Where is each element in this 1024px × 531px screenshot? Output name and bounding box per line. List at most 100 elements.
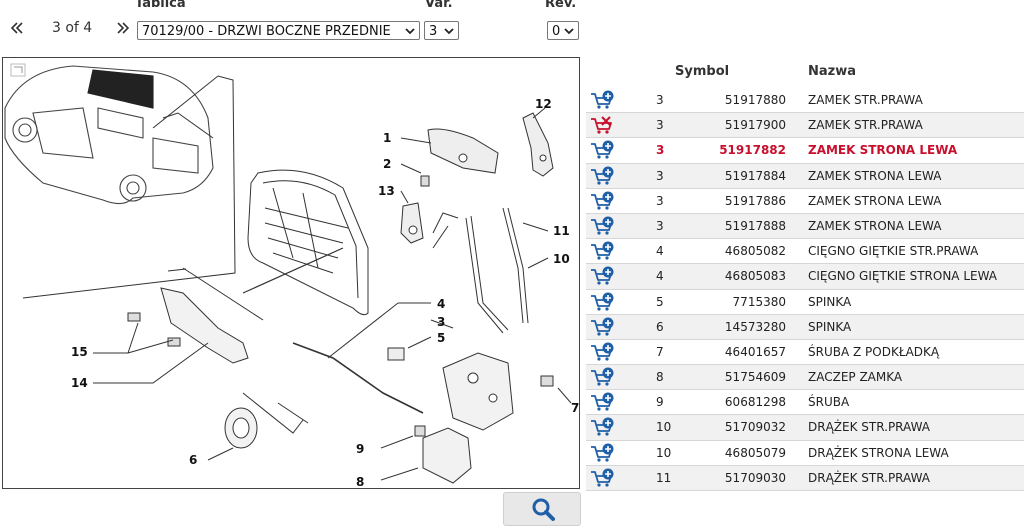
part-symbol: 60681298 (724, 395, 786, 410)
table-row[interactable]: 8 51754609 ZACZEP ZAMKA (586, 365, 1024, 391)
add-to-cart-icon[interactable] (590, 417, 616, 437)
add-to-cart-icon[interactable] (590, 367, 616, 387)
add-to-cart-icon[interactable] (590, 140, 616, 160)
chevron-down-icon (444, 28, 454, 35)
search-icon (532, 498, 555, 521)
add-to-cart-icon[interactable] (590, 266, 616, 286)
callout-6[interactable]: 6 (189, 453, 197, 467)
add-to-cart-icon[interactable] (590, 292, 616, 312)
callout-15[interactable]: 15 (71, 345, 88, 359)
add-to-cart-icon[interactable] (590, 342, 616, 362)
add-to-cart-icon[interactable] (590, 241, 616, 261)
parts-diagram[interactable]: 1 2 3 4 5 6 7 8 9 10 11 12 13 14 15 (2, 57, 580, 489)
column-header-symbol[interactable]: Symbol (675, 64, 730, 79)
part-name: ZAMEK STRONA LEWA (808, 193, 942, 208)
add-to-cart-icon[interactable] (590, 191, 616, 211)
cable-part (292, 342, 424, 414)
part-symbol: 51917886 (724, 193, 786, 208)
variant-select[interactable]: 3 (424, 21, 459, 40)
part-name: SPINKA (808, 294, 852, 309)
add-to-cart-icon[interactable] (590, 216, 616, 236)
revision-select[interactable]: 0 (547, 21, 579, 40)
callout-5[interactable]: 5 (437, 331, 445, 345)
door-handle-part (427, 128, 499, 174)
add-to-cart-icon[interactable] (590, 392, 616, 412)
callout-3[interactable]: 3 (437, 315, 445, 329)
part-name: CIĘGNO GIĘTKIE STR.PRAWA (808, 244, 979, 259)
remove-from-cart-icon[interactable] (590, 115, 616, 135)
part-quantity: 8 (656, 370, 664, 385)
clip-5-part (387, 347, 405, 361)
search-button[interactable] (503, 492, 581, 526)
part-symbol: 46805083 (724, 269, 786, 284)
add-to-cart-icon[interactable] (590, 166, 616, 186)
table-select[interactable]: 70129/00 - DRZWI BOCZNE PRZEDNIE (137, 21, 420, 40)
door-assembly-illustration: 1 2 3 4 5 6 7 8 9 10 11 12 13 14 15 (4, 63, 579, 488)
callout-14[interactable]: 14 (71, 376, 88, 390)
part-name: CIĘGNO GIĘTKIE STRONA LEWA (808, 269, 998, 284)
part-name: ZAMEK STRONA LEWA (808, 143, 958, 158)
part-name: ZAMEK STR.PRAWA (808, 118, 923, 133)
callout-11[interactable]: 11 (553, 224, 570, 238)
add-to-cart-icon[interactable] (590, 468, 616, 488)
page-indicator: 3 of 4 (52, 20, 93, 36)
callout-9[interactable]: 9 (356, 442, 364, 456)
chevron-down-icon (564, 28, 574, 35)
revision-select-value: 0 (552, 24, 561, 39)
part-name: ZACZEP ZAMKA (808, 370, 903, 385)
part-symbol: 51754609 (724, 370, 786, 385)
part-quantity: 3 (656, 218, 664, 233)
striker-part (422, 427, 472, 484)
part-symbol: 46805082 (724, 244, 786, 259)
part-name: DRĄŻEK STR.PRAWA (808, 420, 931, 435)
expand-icon[interactable] (10, 63, 26, 77)
part-quantity: 3 (656, 93, 664, 107)
bracket-13-part (400, 202, 424, 244)
callout-leaders (93, 107, 572, 481)
chevron-down-icon (404, 23, 416, 39)
revision-label: Rev. (545, 0, 577, 11)
double-chevron-left-icon[interactable] (10, 19, 24, 41)
column-header-name[interactable]: Nazwa (808, 64, 857, 79)
table-row[interactable]: 5 7715380 SPINKA (586, 290, 1024, 315)
callout-8[interactable]: 8 (356, 475, 364, 488)
double-chevron-right-icon[interactable] (116, 19, 130, 41)
callout-4[interactable]: 4 (437, 297, 445, 311)
add-to-cart-icon[interactable] (590, 317, 616, 337)
part-quantity: 5 (656, 294, 664, 309)
part-quantity: 11 (656, 470, 672, 485)
part-name: DRĄŻEK STR.PRAWA (808, 470, 931, 485)
callout-2[interactable]: 2 (383, 157, 391, 171)
callout-12[interactable]: 12 (535, 97, 552, 111)
callout-13[interactable]: 13 (378, 184, 395, 198)
callout-10[interactable]: 10 (553, 252, 570, 266)
callout-1[interactable]: 1 (383, 131, 391, 145)
variant-select-value: 3 (429, 24, 438, 39)
rods (432, 207, 529, 334)
part-quantity: 10 (656, 420, 672, 435)
add-to-cart-icon[interactable] (590, 90, 616, 110)
table-label: Tablica (135, 0, 186, 11)
part-symbol: 14573280 (724, 319, 786, 334)
add-to-cart-icon[interactable] (590, 443, 616, 463)
part-symbol: 51917882 (719, 143, 786, 158)
part-name: SPINKA (808, 319, 852, 334)
callout-7[interactable]: 7 (571, 401, 579, 415)
part-symbol: 7715380 (732, 294, 786, 309)
part-quantity: 3 (656, 118, 664, 133)
